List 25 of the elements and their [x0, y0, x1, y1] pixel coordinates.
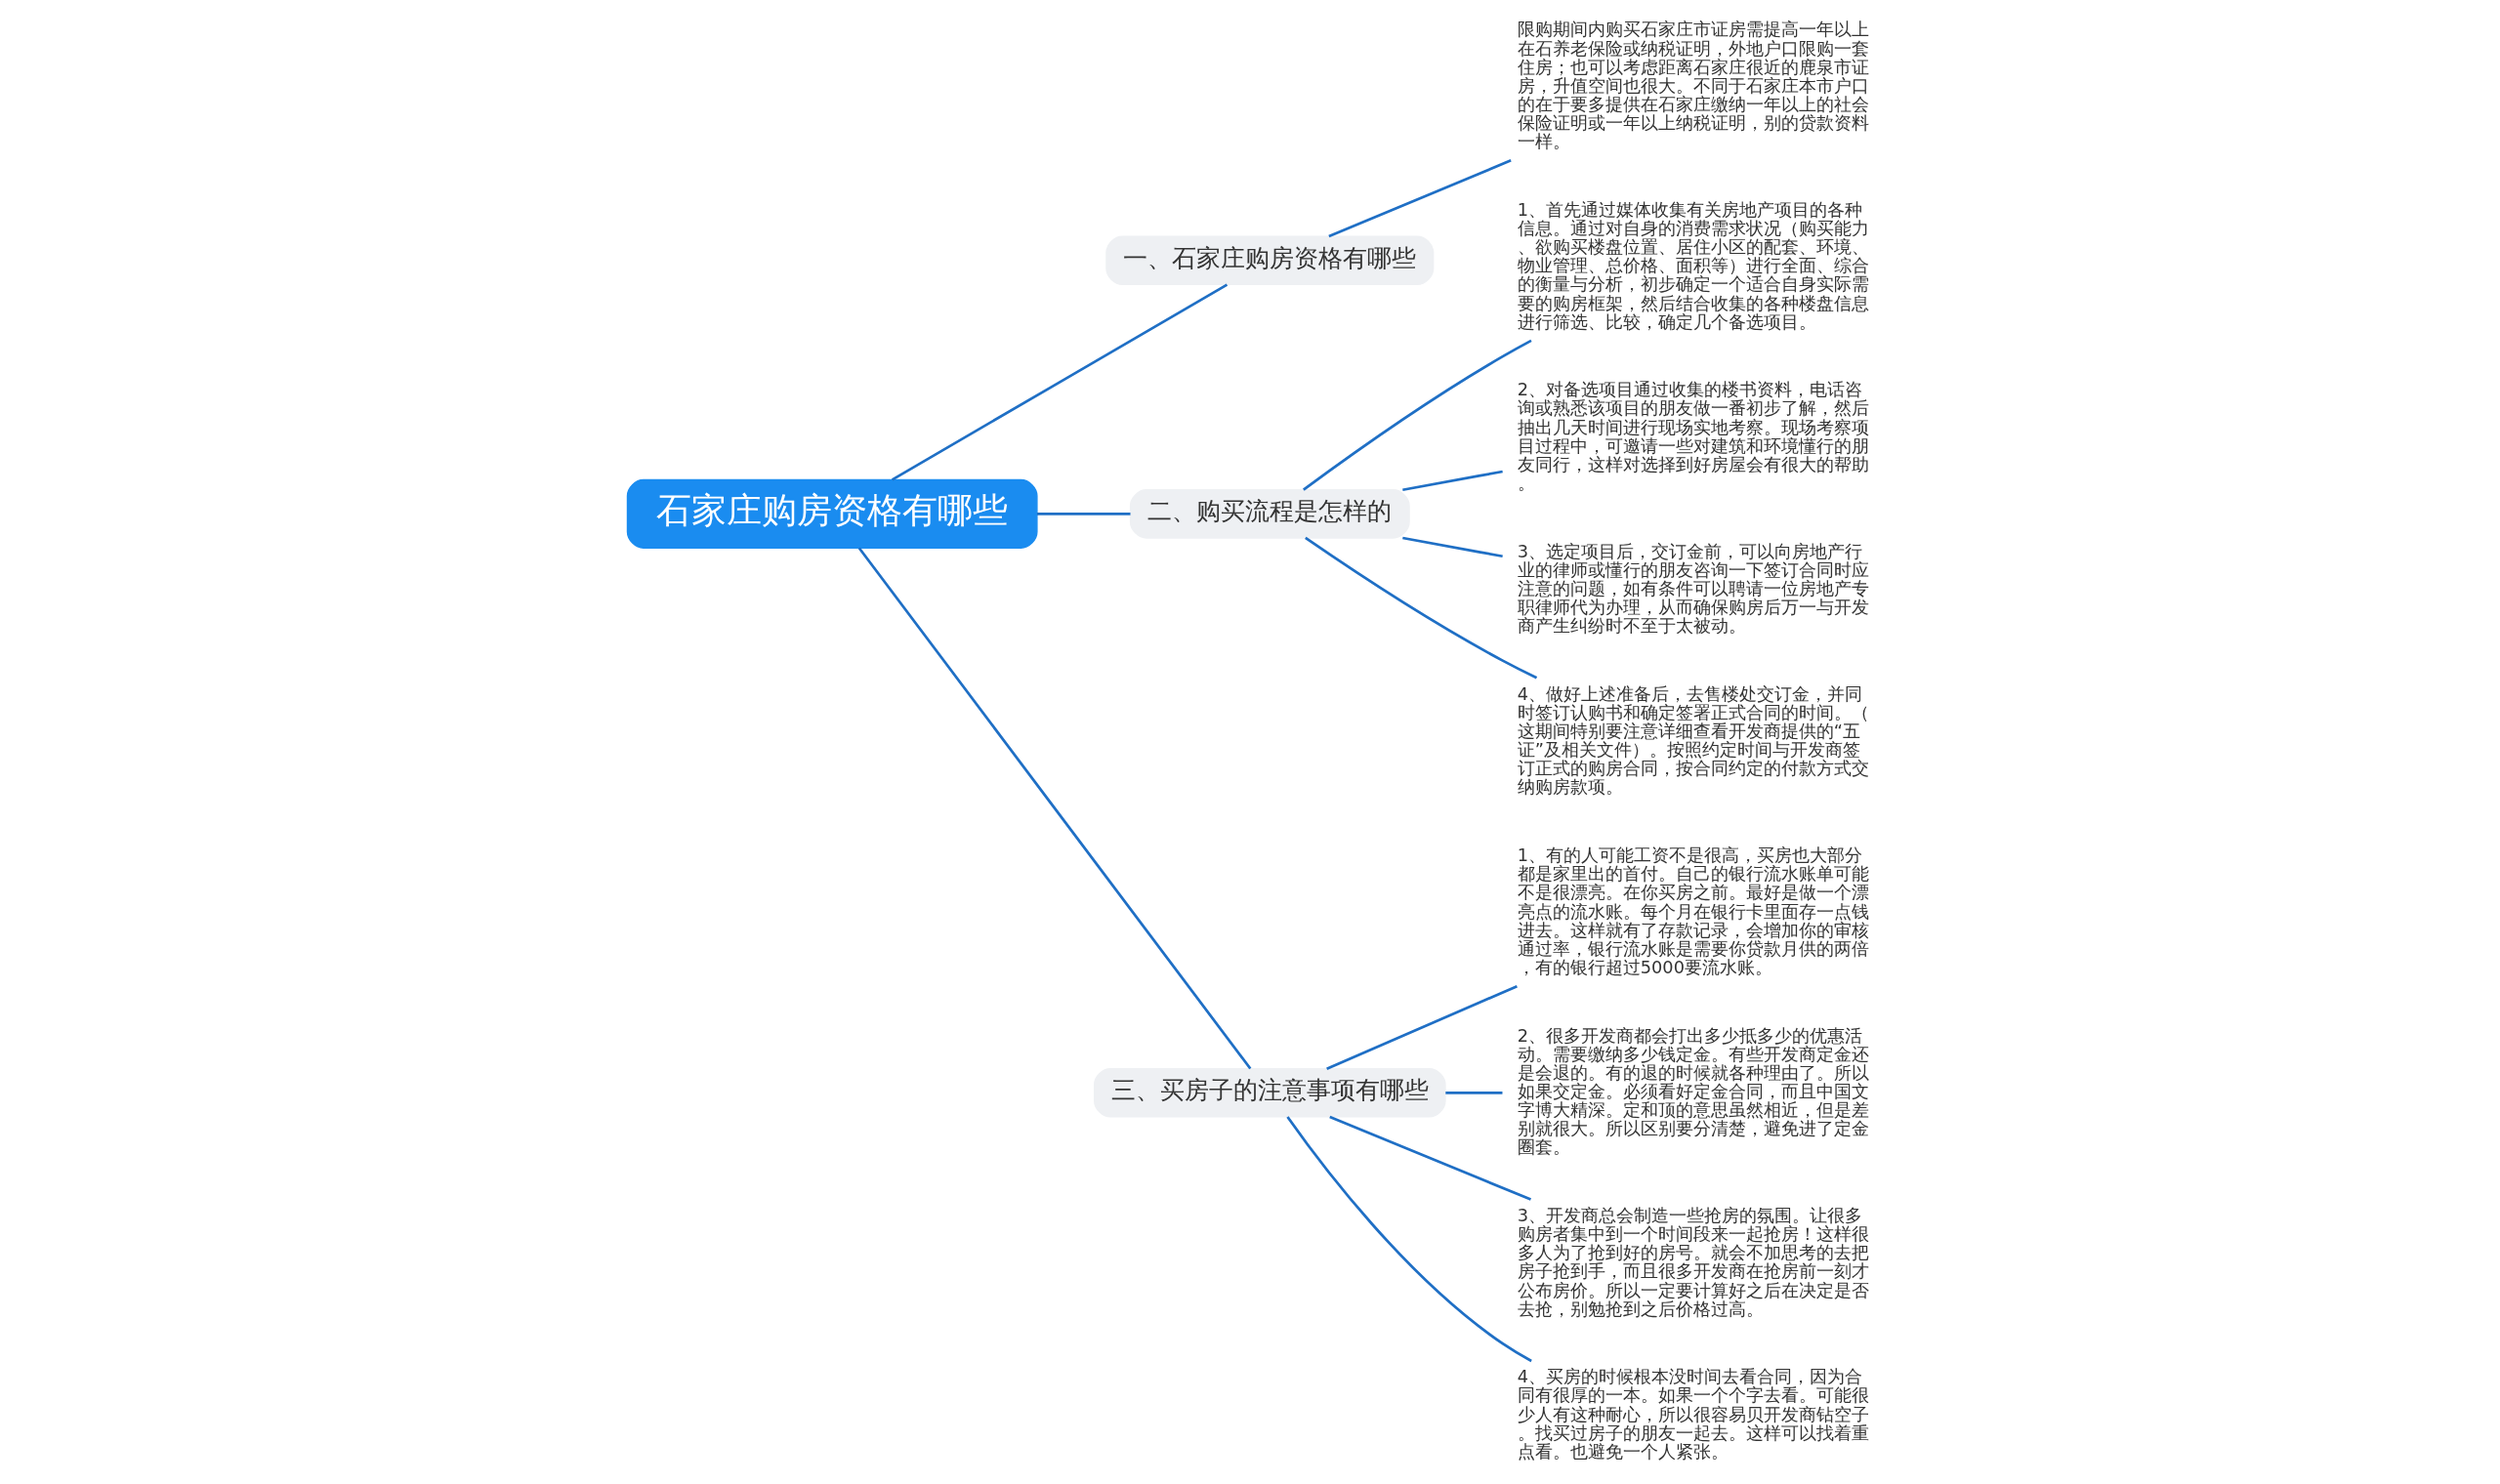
- node-text: 2、对备选项目通过收集的楼书资料，电话咨询或熟悉该项目的朋友做一番初步了解，然后抽出几天时间进行现场实地考察。现场考察项目过程中，可邀请一些对建筑和环境懂行的朋友同行，这样对选择到好房屋会有很大的帮助。: [1517, 380, 1869, 493]
- connector: [1285, 1116, 1532, 1363]
- node-text: 1、首先通过媒体收集有关房地产项目的各种信息。通过对自身的消费需求状况（购买能力、欲购买楼盘位置、居住小区的配套、环境、物业管理、总价格、面积等）进行全面、综合的衡量与分析，初步确定一个适合自身实际需要的购房框架，然后结合收集的各种楼盘信息进行筛选、比较，确定几个备选项目。: [1517, 199, 1869, 332]
- node-text: 1、有的人可能工资不是很高，买房也大部分都是家里出的首付。自己的银行流水账单可能不是很漂亮。在你买房之前。最好是做一个漂亮点的流水账。每个月在银行卡里面存一点钱进去。这样就有了存款记录，会增加你的审核通过率，银行流水账是需要你贷款月供的两倍，有的银行超过5000要流水账。: [1517, 845, 1869, 977]
- connector: [1036, 513, 1130, 515]
- connector: [1401, 470, 1503, 492]
- connector: [1444, 1091, 1502, 1094]
- node-text: 4、做好上述准备后，去售楼处交订金，并同时签订认购书和确定签署正式合同的时间。（这期间特别要注意详细查看开发商提供的“五证”及相关文件）。按照约定时间与开发商签订正式的购房合同，按合同约定的付款方式交纳购房款项。: [1517, 683, 1869, 798]
- node-box: 石家庄购房资格有哪些: [626, 478, 1038, 549]
- connector: [1302, 339, 1532, 491]
- node-text: 3、开发商总会制造一些抢房的氛围。让很多购房者集中到一个时间段来一起抢房！这样很多人为了抢到好的房号。就会不加思考的去把房子抢到手，而且很多开发商在抢房前一刻才公布房价。所以一定要计算好之后在决定是否去抢，别勉抢到之后价格过高。: [1517, 1206, 1869, 1319]
- connector: [1325, 984, 1518, 1070]
- connector: [1328, 1115, 1531, 1201]
- connector: [1401, 536, 1503, 558]
- connector: [1327, 159, 1512, 238]
- connector: [857, 547, 1251, 1070]
- connector: [891, 283, 1228, 481]
- node-text: 3、选定项目后，交订金前，可以向房地产行业的律师或懂行的朋友咨询一下签订合同时应注意的问题，如有条件可以聘请一位房地产专职律师代为办理，从而确保购房后万一与开发商产生纠纷时不至于太被动。: [1517, 541, 1869, 637]
- node-box: 一、石家庄购房资格有哪些: [1104, 235, 1434, 286]
- node-text: 2、很多开发商都会打出多少抵多少的优惠活动。需要缴纳多少钱定金。有些开发商定金还是会退的。有的退的时候就各种理由了。所以如果交定金。必须看好定金合同，而且中国文字博大精深。定和顶的意思虽然相近，但是差别就很大。所以区别要分清楚，避免进了定金圈套。: [1517, 1025, 1869, 1158]
- node-text: 4、买房的时候根本没时间去看合同，因为合同有很厚的一本。如果一个个字去看。可能很少人有这种耐心，所以很容易贝开发商钻空子。找买过房子的朋友一起去。这样可以找着重点看。也避免一个人紧张。: [1517, 1367, 1869, 1462]
- node-box: 二、购买流程是怎样的: [1129, 489, 1410, 539]
- node-box: 三、买房子的注意事项有哪些: [1093, 1068, 1446, 1118]
- connector: [1304, 536, 1537, 680]
- node-text: 限购期间内购买石家庄市证房需提高一年以上在石养老保险或纳税证明，外地户口限购一套住房；也可以考虑距离石家庄很近的鹿泉市证房，升值空间也很大。不同于石家庄本市户口的在于要多提供在石家庄缴纳一年以上的社会保险证明或一年以上纳税证明，别的贷款资料一样。: [1517, 20, 1869, 152]
